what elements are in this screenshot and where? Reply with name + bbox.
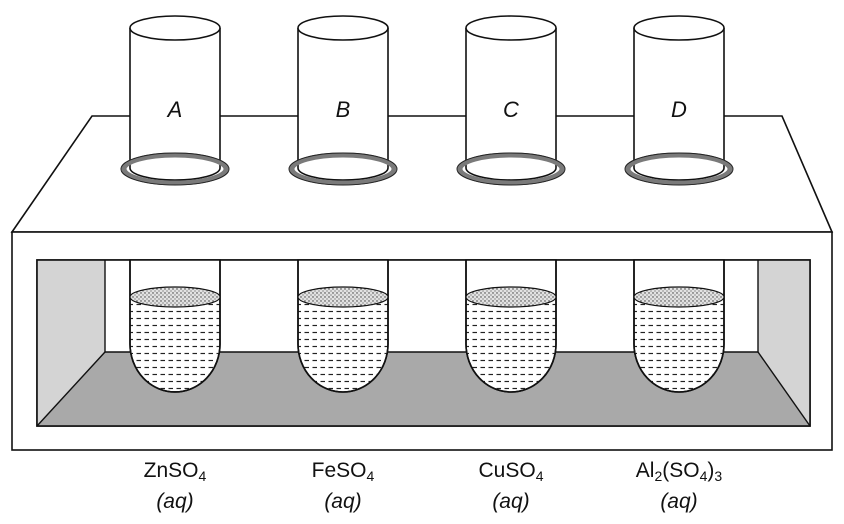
tube-collar-outline [120,152,230,186]
solution-formula: ZnSO4 [143,459,207,484]
tube-collar-outline [288,152,398,186]
tube-upper-body [129,28,221,181]
tube-rim [129,15,221,41]
solution-state: (aq) [156,490,194,513]
test-tube-b: B [288,15,398,393]
liquid-solution [634,297,724,392]
solution-state: (aq) [492,490,530,513]
solution-state: (aq) [324,490,362,513]
tube-letter-label: C [503,97,519,122]
tube-upper-body [633,28,725,181]
solution-label-a: ZnSO4 (aq) [120,458,230,514]
tube-upper-body [297,28,389,181]
solution-label-b: FeSO4 (aq) [288,458,398,514]
liquid-solution [130,297,220,392]
tube-letter-label: A [166,97,183,122]
solution-label-c: CuSO4 (aq) [456,458,566,514]
solution-state: (aq) [660,490,698,513]
test-tube-c: C [456,15,566,393]
tube-lower-outline [633,260,725,393]
tube-lower-outline [297,260,389,393]
tube-collar-ring [121,152,229,186]
tube-letter-label: B [336,97,351,122]
solution-formula: CuSO4 [478,459,544,484]
tube-rim [297,15,389,41]
liquid-surface [633,286,725,308]
test-tube-a: A [120,15,230,393]
liquid-surface [465,286,557,308]
tube-rim [633,15,725,41]
tube-letter-label: D [671,97,687,122]
liquid-solution [466,297,556,392]
tube-collar-ring [625,152,733,186]
tube-rim [465,15,557,41]
liquid-surface [297,286,389,308]
rack-window [36,259,811,427]
tube-collar-outline [456,152,566,186]
tube-collar-outline [624,152,734,186]
tube-lower-outline [129,260,221,393]
solution-formula: FeSO4 [311,459,375,484]
tube-lower-outline [465,260,557,393]
solution-label-d: Al2(SO4)3 (aq) [624,458,734,514]
tube-upper-body [465,28,557,181]
tube-collar-ring [457,152,565,186]
liquid-solution [298,297,388,392]
liquid-surface [129,286,221,308]
solution-formula: Al2(SO4)3 [635,459,723,484]
test-tube-d: D [624,15,734,393]
tube-collar-ring [289,152,397,186]
